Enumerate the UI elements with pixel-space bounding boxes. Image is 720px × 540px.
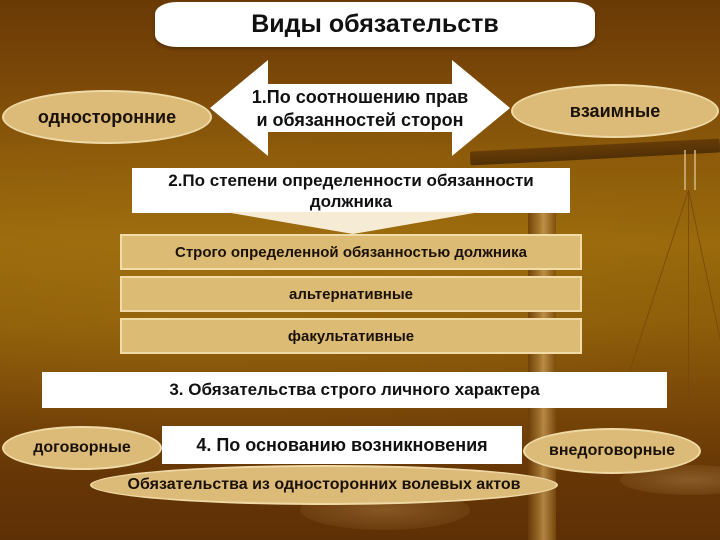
page-title: Виды обязательств <box>155 2 595 47</box>
section2-label-line1: 2.По степени определенности обязанности <box>168 170 534 190</box>
pill-unilateral-acts: Обязательства из односторонних волевых а… <box>90 465 558 505</box>
scale-hook-decoration <box>684 150 696 190</box>
pill-mutual: взаимные <box>511 84 719 138</box>
section3-label: 3. Обязательства строго личного характер… <box>42 372 667 408</box>
section2-label: 2.По степени определенности обязанности … <box>132 168 570 213</box>
box-alternative: альтернативные <box>120 276 582 312</box>
box-optional: факультативные <box>120 318 582 354</box>
section1-label: 1.По соотношению прав и обязанностей сто… <box>230 86 490 132</box>
pill-contractual: договорные <box>2 426 162 470</box>
section4-label: 4. По основанию возникновения <box>162 426 522 464</box>
scale-string-decoration <box>688 190 689 420</box>
section1-label-line1: 1.По соотношению прав <box>251 87 469 107</box>
down-arrow-icon <box>225 212 480 234</box>
double-arrow-icon <box>210 60 510 156</box>
section2-label-line2: должника <box>309 191 393 211</box>
section1-label-line2: и обязанностей сторон <box>256 110 464 130</box>
pill-unilateral: односторонние <box>2 90 212 144</box>
box-strictly-defined: Строго определенной обязанностью должник… <box>120 234 582 270</box>
pill-non-contractual: внедоговорные <box>523 428 701 474</box>
